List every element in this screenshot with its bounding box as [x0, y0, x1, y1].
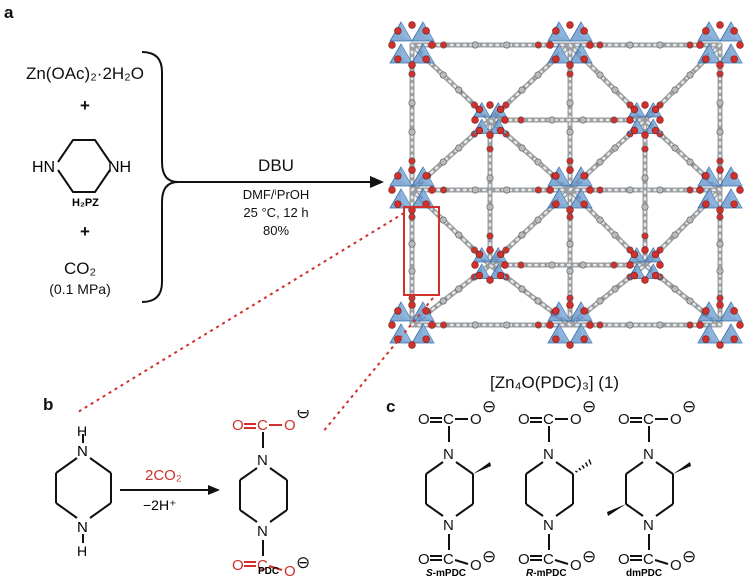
pdc-label: PDC: [258, 566, 279, 577]
svg-text:N: N: [643, 446, 654, 463]
h2pz-label: H₂PZ: [72, 197, 99, 209]
reaction-arrowhead-icon: [370, 176, 384, 188]
zn4o-cluster: [471, 246, 509, 284]
svg-text:⊖: ⊖: [296, 553, 310, 572]
panel-letter-b: b: [43, 395, 54, 414]
svg-text:N: N: [543, 446, 554, 463]
h-atom-top: H: [77, 423, 87, 439]
svg-text:C: C: [643, 411, 654, 428]
panel-letter-a: a: [4, 3, 14, 22]
zn4o-cluster: [546, 166, 594, 214]
svg-text:N: N: [543, 517, 554, 534]
svg-text:⊖: ⊖: [682, 547, 696, 566]
brace-and-arrow: [141, 51, 384, 303]
svg-text:O: O: [284, 417, 296, 434]
svg-text:O: O: [618, 411, 630, 428]
zn4o-cluster: [388, 166, 436, 214]
zinc-acetate-label: Zn(OAc)₂·2H₂O: [25, 64, 145, 83]
svg-text:C: C: [643, 551, 654, 568]
temperature-time-label: 25 °C, 12 h: [243, 205, 309, 220]
zn4o-cluster: [696, 166, 744, 214]
zn4o-cluster: [471, 101, 509, 139]
dashed-line-left: [77, 212, 405, 413]
svg-text:C: C: [443, 551, 454, 568]
zn4o-cluster: [626, 246, 664, 284]
svg-text:⊖: ⊖: [482, 547, 496, 566]
svg-text:O: O: [418, 551, 430, 568]
zn4o-cluster: [546, 21, 594, 69]
variant-label: R-mPDC: [526, 568, 567, 579]
svg-text:O: O: [470, 411, 482, 428]
mof-crystal-structure-image: [388, 21, 744, 349]
plus-sign: +: [80, 222, 90, 241]
product-formula: [Zn₄O(PDC)₃] (1): [490, 373, 620, 392]
svg-text:⊖: ⊖: [482, 400, 496, 416]
svg-text:O: O: [284, 563, 296, 579]
svg-text:N: N: [257, 452, 268, 469]
solvent-label: DMF/ⁱPrOH: [242, 187, 310, 202]
svg-text:N: N: [443, 446, 454, 463]
yield-label: 80%: [262, 223, 290, 238]
mof-lattice: [388, 21, 744, 349]
svg-text:O: O: [470, 557, 482, 574]
svg-text:⊖: ⊖: [582, 400, 596, 416]
co2-reagent-label: 2CO₂: [145, 467, 182, 484]
svg-text:O: O: [618, 551, 630, 568]
svg-text:O: O: [418, 411, 430, 428]
hn-text: HN: [32, 159, 55, 176]
proton-loss-label: −2H⁺: [143, 497, 176, 513]
dashed-line-right: [321, 297, 434, 434]
svg-text:O: O: [518, 551, 530, 568]
svg-text:⊖: ⊖: [582, 547, 596, 566]
co2-pressure-label: (0.1 MPa): [49, 281, 111, 297]
zn4o-cluster: [626, 101, 664, 139]
svg-text:O: O: [570, 411, 582, 428]
svg-text:O: O: [232, 557, 244, 574]
svg-text:⊖: ⊖: [682, 400, 696, 416]
svg-text:O: O: [232, 417, 244, 434]
svg-text:C: C: [443, 411, 454, 428]
co2-label: CO₂: [63, 259, 97, 278]
h-atom-bottom: H: [77, 543, 87, 559]
svg-text:N: N: [257, 523, 268, 540]
zn4o-cluster: [696, 301, 744, 349]
zn4o-cluster: [388, 301, 436, 349]
variant-label: dmPDC: [626, 568, 662, 579]
plus-sign: +: [80, 96, 90, 115]
zn4o-cluster: [546, 301, 594, 349]
svg-text:C: C: [543, 411, 554, 428]
variant-label: S-mPDC: [426, 568, 466, 579]
highlight-box: [403, 206, 440, 296]
svg-text:N: N: [443, 517, 454, 534]
dbu-label: DBU: [258, 156, 294, 175]
zn4o-cluster: [388, 21, 436, 69]
svg-text:O: O: [570, 557, 582, 574]
svg-text:N: N: [643, 517, 654, 534]
n-atom-top: N: [77, 443, 88, 460]
svg-text:O: O: [670, 557, 682, 574]
svg-text:C: C: [257, 557, 268, 574]
svg-text:O: O: [518, 411, 530, 428]
svg-text:C: C: [543, 551, 554, 568]
n-atom-bottom: N: [77, 519, 88, 536]
svg-text:⊖: ⊖: [296, 410, 310, 422]
nh-text: NH: [108, 159, 131, 176]
panel-letter-c: c: [386, 397, 396, 416]
svg-text:O: O: [670, 411, 682, 428]
svg-text:C: C: [257, 417, 268, 434]
piperazine-structure: HN NH H₂PZ: [32, 139, 131, 209]
zn4o-cluster: [696, 21, 744, 69]
arrowhead-icon: [208, 485, 220, 495]
